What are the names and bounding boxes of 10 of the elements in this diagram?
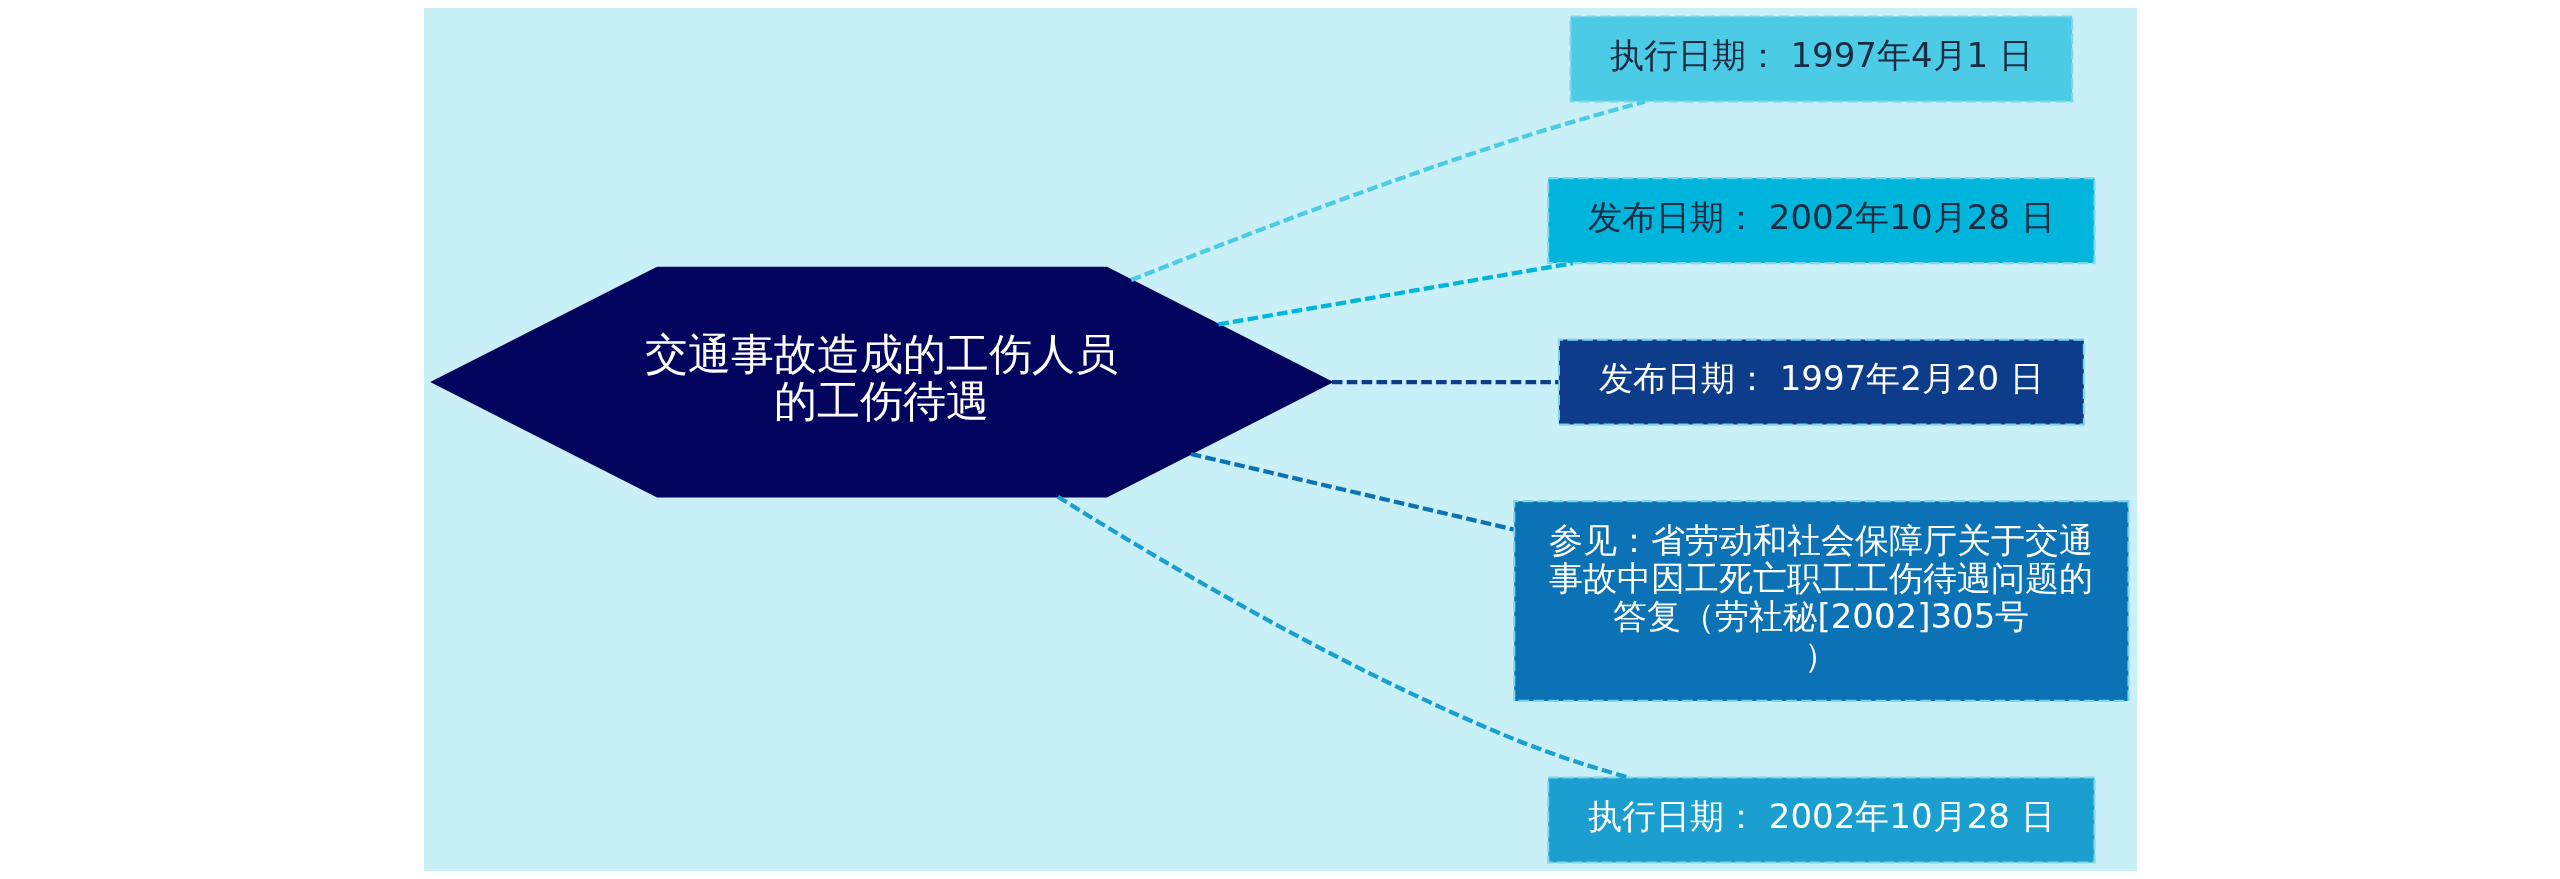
node-box: 执行日期： 2002年10月28 日 (1546, 776, 2096, 864)
connector (1189, 451, 1514, 532)
connector (1331, 380, 1558, 385)
connector (1129, 99, 1645, 283)
node-box: 发布日期： 1997年2月20 日 (1557, 338, 2085, 426)
node-box: 执行日期： 1997年4月1 日 (1569, 15, 2073, 103)
node-box: 发布日期： 2002年10月28 日 (1546, 177, 2096, 265)
connector (1217, 261, 1573, 327)
node-box: 参见：省劳动和社会保障厅关于交通事故中因工死亡职工工伤待遇问题的答复（劳社秘[2002]305号） (1512, 500, 2130, 702)
connector (1056, 494, 1629, 780)
